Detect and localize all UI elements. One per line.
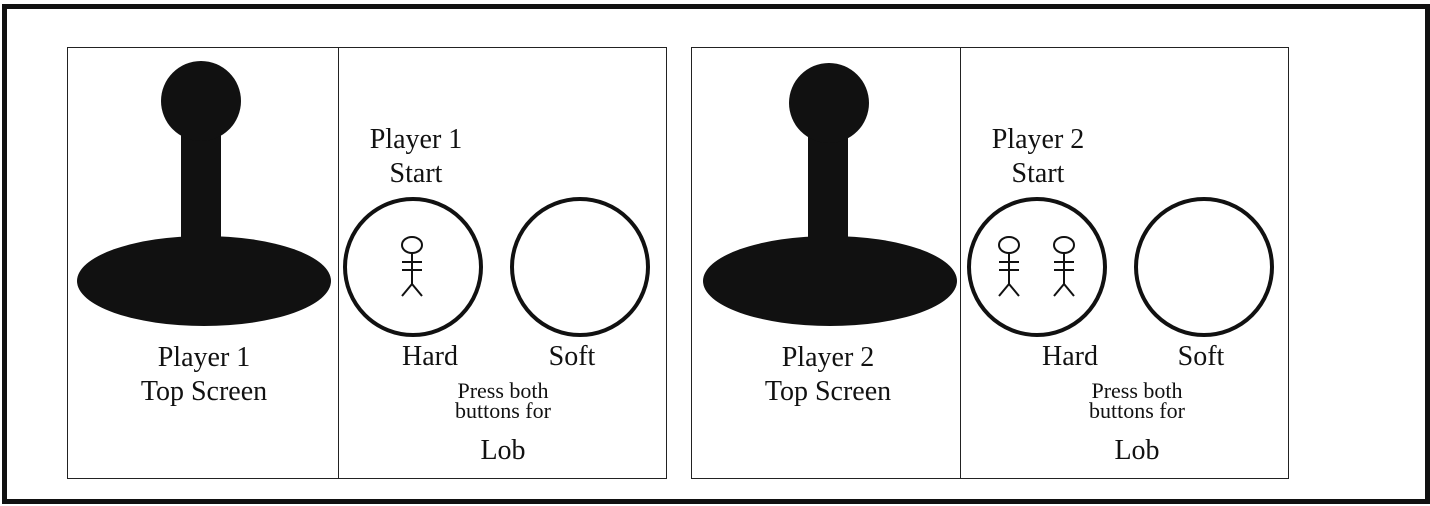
joystick-label-line1: Player 2 — [712, 341, 944, 375]
soft-button[interactable] — [1136, 199, 1272, 335]
joystick-shaft-icon — [808, 123, 848, 293]
lob-label: Lob — [458, 434, 548, 468]
soft-label: Soft — [532, 340, 612, 374]
player1-controls-graphic — [68, 48, 668, 480]
lob-label: Lob — [1092, 434, 1182, 468]
lob-note-line2: buttons for — [428, 400, 578, 422]
soft-label: Soft — [1161, 340, 1241, 374]
joystick-label-line2: Top Screen — [712, 375, 944, 409]
start-label-line2: Start — [968, 157, 1108, 191]
lob-note-line2: buttons for — [1062, 400, 1212, 422]
joystick-ball-icon — [789, 63, 869, 143]
joystick-shaft-icon — [181, 123, 221, 293]
joystick-label-line1: Player 1 — [88, 341, 320, 375]
player2-panel: Player 2 Top Screen Player 2 Start Hard … — [691, 47, 1289, 479]
start-label-line2: Start — [346, 157, 486, 191]
start-label-line1: Player 1 — [346, 123, 486, 157]
start-label-line1: Player 2 — [968, 123, 1108, 157]
hard-label: Hard — [1030, 340, 1110, 374]
soft-button[interactable] — [512, 199, 648, 335]
player1-panel: Player 1 Top Screen Player 1 Start Hard … — [67, 47, 667, 479]
hard-label: Hard — [390, 340, 470, 374]
joystick-label-line2: Top Screen — [88, 375, 320, 409]
control-panel-frame: Player 1 Top Screen Player 1 Start Hard … — [2, 4, 1430, 504]
joystick-ball-icon — [161, 61, 241, 141]
hard-button[interactable] — [969, 199, 1105, 335]
